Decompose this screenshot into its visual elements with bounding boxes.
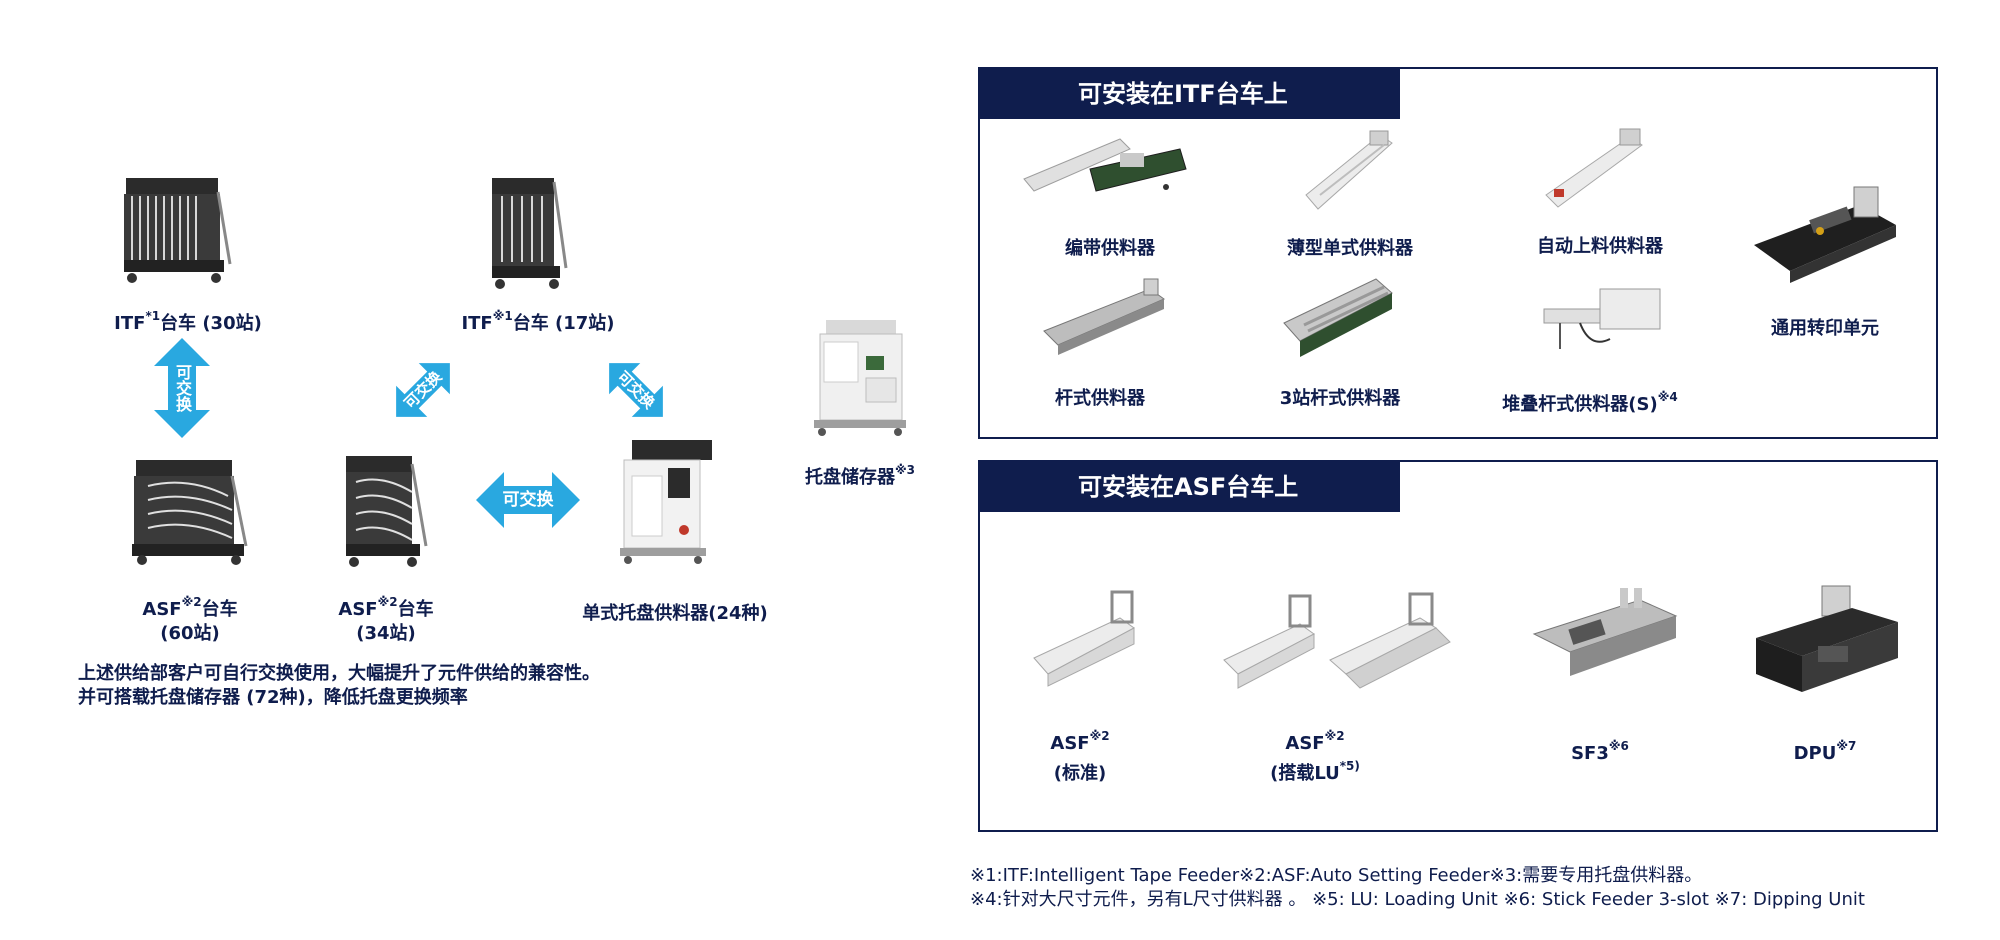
- asf-34-cart-image: [342, 452, 432, 568]
- itf-17-cart-image: [488, 172, 572, 290]
- stick-feeder-label: 杆式供料器: [1055, 388, 1145, 409]
- tray-storage-image: [808, 316, 908, 438]
- asf-60-cart-label: ASF※2台车 (60站): [142, 595, 238, 644]
- exchange-arrow-diagonal-left: 可交换: [385, 352, 461, 428]
- asf-with-lu-image: [1220, 592, 1460, 692]
- auto-loading-feeder-image: [1540, 125, 1650, 213]
- thin-single-feeder-label: 薄型单式供料器: [1287, 238, 1413, 259]
- tray-storage-label: 托盘储存器※3: [804, 463, 915, 488]
- exchange-label-horizontal: 可交换: [502, 490, 554, 510]
- exchange-arrow-diagonal-right: 可交换: [598, 352, 674, 428]
- exchange-arrow-horizontal: 可交换: [476, 472, 580, 528]
- exchange-arrow-vertical: 可交换: [154, 338, 210, 438]
- footnote-line1: ※1:ITF:Intelligent Tape Feeder※2:ASF:Aut…: [970, 865, 1703, 886]
- thin-single-feeder-image: [1300, 125, 1400, 215]
- sf3-label: SF3※6: [1571, 739, 1629, 764]
- asf-with-lu-label: ASF※2 (搭载LU*5): [1270, 729, 1360, 784]
- universal-transfer-unit-image: [1750, 179, 1900, 289]
- itf-30-cart-label: ITF*1台车 (30站): [114, 309, 262, 334]
- asf-standard-label: ASF※2 (标准): [1050, 729, 1110, 784]
- universal-transfer-unit-label: 通用转印单元: [1771, 318, 1879, 339]
- asf-panel-title: 可安装在ASF台车上: [980, 462, 1400, 512]
- itf-30-cart-image: [118, 172, 234, 284]
- itf-compatible-panel: 可安装在ITF台车上 编带供料器 薄型单式供料器 自动上料供料器: [978, 67, 1938, 439]
- itf-panel-title: 可安装在ITF台车上: [980, 69, 1400, 119]
- stacked-stick-feeder-label: 堆叠杆式供料器(S)※4: [1502, 390, 1678, 415]
- asf-60-cart-image: [128, 456, 252, 566]
- asf-compatible-panel: 可安装在ASF台车上 ASF※2 (标准) ASF※2 (搭载LU*5): [978, 460, 1938, 832]
- single-tray-feeder-image: [614, 436, 714, 564]
- single-tray-feeder-label: 单式托盘供料器(24种): [582, 603, 768, 624]
- stacked-stick-feeder-image: [1540, 279, 1670, 357]
- dpu-image: [1752, 582, 1902, 698]
- stick-feeder-image: [1040, 269, 1170, 359]
- asf-standard-image: [1030, 588, 1140, 688]
- tape-feeder-label: 编带供料器: [1065, 238, 1155, 259]
- asf-34-cart-label: ASF※2台车 (34站): [338, 595, 434, 644]
- tape-feeder-image: [1020, 129, 1190, 209]
- compatibility-note-line1: 上述供给部客户可自行交换使用，大幅提升了元件供给的兼容性。: [78, 663, 600, 684]
- exchange-label-vertical: 可交换: [173, 364, 192, 412]
- footnote-line2: ※4:针对大尺寸元件，另有L尺寸供料器 。 ※5: LU: Loading Un…: [970, 889, 1865, 910]
- compatibility-note-line2: 并可搭载托盘储存器 (72种)，降低托盘更换频率: [78, 687, 468, 708]
- three-slot-stick-feeder-label: 3站杆式供料器: [1279, 388, 1401, 409]
- sf3-image: [1530, 586, 1680, 690]
- dpu-label: DPU※7: [1793, 739, 1857, 764]
- itf-17-cart-label: ITF※1台车 (17站): [461, 309, 615, 334]
- three-slot-stick-feeder-image: [1280, 269, 1400, 361]
- auto-loading-feeder-label: 自动上料供料器: [1537, 236, 1663, 257]
